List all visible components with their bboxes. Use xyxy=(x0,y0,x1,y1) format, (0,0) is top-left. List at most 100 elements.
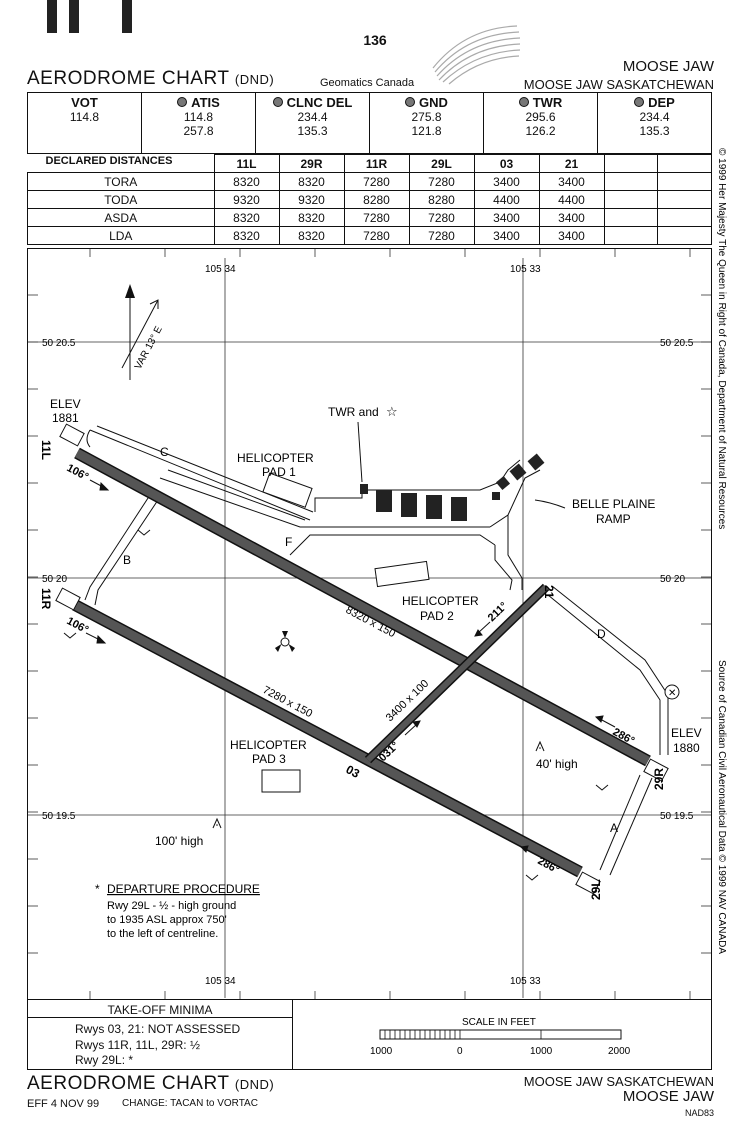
runway-header: 11R xyxy=(343,154,410,173)
map-frame xyxy=(27,248,712,1000)
stopway-29l xyxy=(575,871,601,895)
binding-mark xyxy=(47,0,57,33)
distance-value: 3400 xyxy=(473,172,540,191)
obstacle-icon xyxy=(535,740,545,752)
ramp-leader xyxy=(534,499,566,509)
runway-11l-29r-surface xyxy=(74,449,651,765)
departure-line: Rwy 29L - ½ - high ground xyxy=(107,900,236,912)
ramp-building xyxy=(495,475,511,491)
scale-label: 1000 xyxy=(370,1046,393,1057)
takeoff-minima-box xyxy=(27,1000,712,1070)
elev-se-value: 1880 xyxy=(673,741,700,755)
edge-ticks xyxy=(28,249,711,999)
taxiway-label-d: D xyxy=(597,627,606,641)
frequency-value: 121.8 xyxy=(411,124,442,138)
twr-leader xyxy=(357,421,363,483)
takeoff-minima-line: Rwy 29L: * xyxy=(75,1053,134,1067)
lat-label: 50 20 xyxy=(660,574,685,585)
takeoff-minima-title: TAKE-OFF MINIMA xyxy=(107,1003,213,1017)
runway-id-11l: 11L xyxy=(39,440,53,460)
spare-cell xyxy=(657,226,712,245)
taxiway-d-edge xyxy=(551,585,669,755)
distance-value: 3400 xyxy=(473,226,540,245)
chart-title-suffix: (DND) xyxy=(234,72,275,87)
direction-arrows xyxy=(85,479,616,858)
frequency-name: GND xyxy=(370,96,483,110)
departure-line: to the left of centreline. xyxy=(107,928,218,940)
copyright-text: © 1999 Her Majesty The Queen in Right of… xyxy=(716,148,727,529)
runway-id-11r: 11R xyxy=(39,588,53,610)
helipad1-label: PAD 1 xyxy=(262,465,296,479)
hangar xyxy=(451,497,467,521)
helipad2-label: HELICOPTER xyxy=(402,594,479,608)
taxiway-label-b: B xyxy=(123,553,131,567)
scale-label: 2000 xyxy=(608,1046,631,1057)
frequency-value: 275.8 xyxy=(411,110,442,124)
taxiway-c-end xyxy=(86,429,91,448)
ramp-edge xyxy=(494,545,513,591)
obstacle-label: 40' high xyxy=(536,757,578,771)
chart-title: AERODROME CHART xyxy=(27,68,230,89)
ramp-building xyxy=(509,463,527,481)
frequency-name: CLNC DEL xyxy=(256,96,369,110)
frequency-name: ATIS xyxy=(142,96,255,110)
effective-date: EFF 4 NOV 99 xyxy=(27,1098,100,1110)
taxiway-label-c: C xyxy=(160,445,169,459)
apron-edge xyxy=(489,469,541,528)
distance-type: LDA xyxy=(27,226,215,245)
taxiway-a-edge xyxy=(599,774,641,871)
taxiways xyxy=(84,425,669,876)
taxiway-d-edge xyxy=(547,594,661,755)
taxiway-label-a: A xyxy=(610,821,618,835)
frequency-name: DEP xyxy=(598,96,711,110)
frequency-value: 257.8 xyxy=(183,124,214,138)
frequency-value: 126.2 xyxy=(525,124,556,138)
aerodrome-name: MOOSE JAW xyxy=(622,58,714,75)
lat-label: 50 20.5 xyxy=(42,338,76,349)
distance-value: 8320 xyxy=(213,226,280,245)
variation-label: VAR 13° E xyxy=(133,324,165,371)
radio-icon xyxy=(272,97,283,107)
runway-03-21-surface xyxy=(365,584,549,763)
scale-label: 1000 xyxy=(530,1046,553,1057)
taxiway-a-edge xyxy=(609,777,653,876)
frequency-value: 234.4 xyxy=(639,110,670,124)
north-arrow-icon: VAR 13° E xyxy=(121,284,165,380)
helipad-3 xyxy=(261,769,301,793)
taxiway-c-edge xyxy=(96,425,314,513)
datum: NAD83 xyxy=(684,1108,714,1118)
stopway-29r xyxy=(643,758,669,782)
taxiway-c-edge xyxy=(89,429,311,521)
frequency-name: VOT xyxy=(71,95,98,110)
frequency-value: 295.6 xyxy=(525,110,556,124)
takeoff-minima-line: Rwys 11R, 11L, 29R: ½ xyxy=(75,1038,200,1052)
taxiway-b-edge xyxy=(94,496,161,606)
helipad3-label: HELICOPTER xyxy=(230,738,307,752)
lon-label: 105 34 xyxy=(205,264,236,275)
distance-value: 7280 xyxy=(343,226,410,245)
footer-location: MOOSE JAW SASKATCHEWAN xyxy=(523,1074,714,1089)
vortac-icon xyxy=(275,631,295,652)
helipad-2 xyxy=(374,560,430,588)
ramp-label: RAMP xyxy=(596,512,631,526)
taxiway-apron-edge xyxy=(167,469,306,521)
twr-label: TWR and xyxy=(328,405,379,419)
distance-value: 3400 xyxy=(538,226,605,245)
star-icon: ☆ xyxy=(386,404,398,419)
frequency-value: 135.3 xyxy=(297,124,328,138)
radio-icon xyxy=(177,97,188,107)
binding-mark xyxy=(122,0,132,33)
publisher: Geomatics Canada xyxy=(320,77,415,89)
ramp-building xyxy=(527,453,545,471)
footer-title: AERODROME CHART xyxy=(27,1073,230,1094)
lat-label: 50 19.5 xyxy=(660,811,694,822)
radio-icon xyxy=(634,97,645,107)
lon-label: 105 33 xyxy=(510,976,541,987)
apron-edge xyxy=(314,459,521,512)
